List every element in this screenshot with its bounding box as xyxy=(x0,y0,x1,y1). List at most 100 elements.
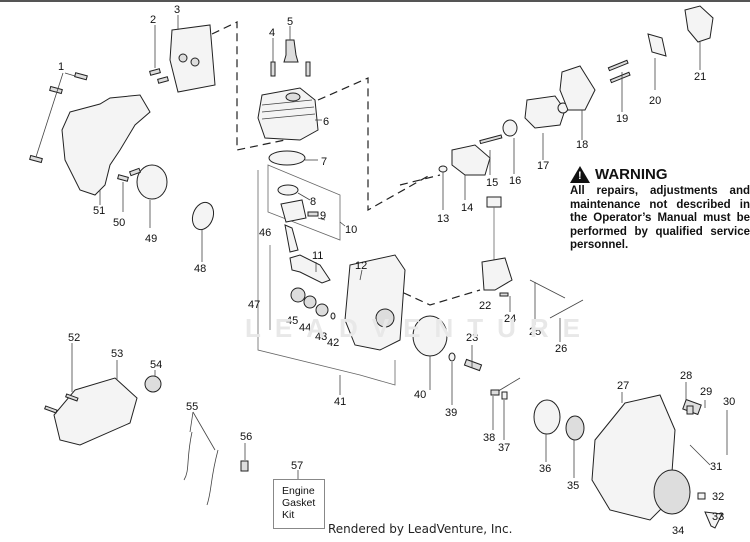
part-32-nut xyxy=(697,492,706,500)
part-50-screw xyxy=(117,174,129,182)
part-18-air-filter-housing xyxy=(559,65,596,111)
part-label: 44 xyxy=(299,322,311,334)
part-16-gasket xyxy=(502,119,518,137)
part-label: 55 xyxy=(186,401,198,413)
part-36-starter-pulley xyxy=(533,399,561,435)
part-54-nut xyxy=(144,375,162,393)
part-label: 41 xyxy=(334,396,346,408)
part-7-gasket xyxy=(268,150,306,166)
part-label: 54 xyxy=(150,359,162,371)
piston-kit-bracket xyxy=(267,164,341,241)
part-label: 56 xyxy=(240,431,252,443)
part-label: 34 xyxy=(672,525,684,537)
part-45-bearing xyxy=(290,287,306,303)
render-credit: Rendered by LeadVenture, Inc. xyxy=(328,522,513,536)
part-21-air-filter-cover xyxy=(684,5,714,43)
part-label: 45 xyxy=(286,315,298,327)
part-50-screw xyxy=(128,167,142,177)
part-label: 46 xyxy=(259,227,271,239)
part-label: 49 xyxy=(145,233,157,245)
part-19-screw xyxy=(607,59,629,72)
part-11-crankshaft xyxy=(289,254,331,284)
part-label: 19 xyxy=(616,113,628,125)
warning-text: All repairs, adjustments and maintenance… xyxy=(570,185,750,251)
part-8-piston-ring xyxy=(277,184,299,196)
part-43-seal xyxy=(315,303,329,317)
part-9-piston-pin xyxy=(307,211,319,217)
part-17-carburetor xyxy=(524,95,566,129)
part-label: 10 xyxy=(345,224,357,236)
part-label: 30 xyxy=(723,396,735,408)
kit-label-line: Kit xyxy=(282,509,295,521)
part-23-pin xyxy=(463,358,483,372)
part-label: 23 xyxy=(466,332,478,344)
part-label: 22 xyxy=(479,300,491,312)
part-52-screw xyxy=(65,393,79,402)
part-56-fuel-filter xyxy=(240,460,249,472)
part-label: 8 xyxy=(310,196,316,208)
part-label: 26 xyxy=(555,343,567,355)
part-2-screw xyxy=(157,76,169,84)
part-4-screw xyxy=(270,61,276,77)
part-14-intake-manifold xyxy=(451,144,491,176)
warning-notice: ! WARNING All repairs, adjustments and m… xyxy=(570,166,750,253)
cylinder-port xyxy=(285,92,301,102)
part-label: 53 xyxy=(111,348,123,360)
part-label: 2 xyxy=(150,14,156,26)
part-42-ring xyxy=(330,312,336,320)
part-label: 27 xyxy=(617,380,629,392)
part-label: 39 xyxy=(445,407,457,419)
crankcase-bracket xyxy=(257,170,396,386)
part-55-line xyxy=(206,449,219,506)
watermark: LEADVENTURE xyxy=(245,313,595,343)
part-label: 4 xyxy=(269,27,275,39)
part-24-screw xyxy=(499,292,509,297)
part-10-piston xyxy=(280,199,307,223)
part-label: 18 xyxy=(576,139,588,151)
part-22-ignition-coil xyxy=(481,257,513,291)
part-label: 24 xyxy=(504,313,516,325)
warning-triangle-icon: ! xyxy=(570,166,590,183)
part-label: 52 xyxy=(68,332,80,344)
part-label: 7 xyxy=(321,156,327,168)
part-39-washer xyxy=(448,352,456,362)
part-label: 1 xyxy=(58,61,64,73)
cylinder-fin xyxy=(261,106,315,113)
part-label: 43 xyxy=(315,331,327,343)
part-label: 20 xyxy=(649,95,661,107)
part-49-cap xyxy=(136,164,168,200)
part-46-connecting-rod xyxy=(284,224,299,253)
part-25-wire xyxy=(529,279,566,299)
part-label: 9 xyxy=(320,210,326,222)
part-label: 29 xyxy=(700,386,712,398)
part-1-screw xyxy=(29,154,43,164)
part-19-screw xyxy=(609,71,631,84)
part-label: 11 xyxy=(312,250,323,262)
part-label: 51 xyxy=(93,205,105,217)
part-label: 31 xyxy=(710,461,722,473)
kit-label-line: Engine xyxy=(282,485,315,497)
cylinder-fin xyxy=(261,113,316,120)
part-label: 38 xyxy=(483,432,495,444)
part-33-pawl xyxy=(704,511,723,529)
part-label: 47 xyxy=(248,299,260,311)
kit-label-line: Gasket xyxy=(282,497,316,509)
part-label: 36 xyxy=(539,463,551,475)
part-label: 17 xyxy=(537,160,549,172)
part-2-screw xyxy=(149,68,161,76)
part-38-screw xyxy=(490,389,500,396)
part-label: 15 xyxy=(486,177,498,189)
part-label: 40 xyxy=(414,389,426,401)
leader-lines xyxy=(35,15,728,479)
part-20-air-filter xyxy=(647,33,667,57)
part-3-hole xyxy=(190,57,200,67)
part-label: 33 xyxy=(712,511,724,523)
part-34-starter-housing xyxy=(653,469,691,515)
part-label: 57 xyxy=(291,460,303,472)
part-label: 6 xyxy=(323,116,329,128)
warning-title: WARNING xyxy=(595,166,668,183)
part-13-gasket xyxy=(438,165,448,173)
part-label: 5 xyxy=(287,16,293,28)
part-26-wire xyxy=(549,299,584,319)
part-labels: 1 2 3 4 5 6 7 8 9 10 11 12 13 14 15 16 1… xyxy=(58,4,735,537)
